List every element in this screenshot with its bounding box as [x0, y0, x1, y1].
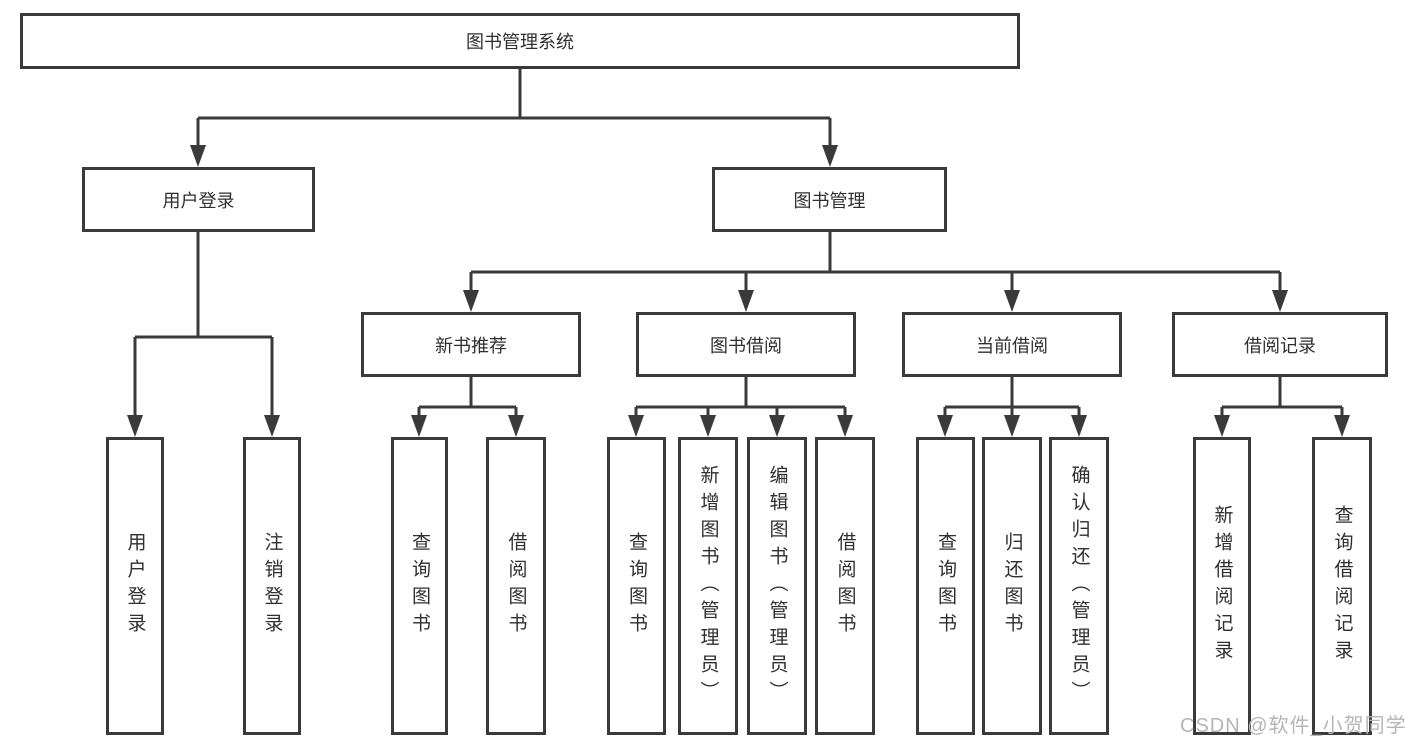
leaf-add-borrow-record: 新增借阅记录 [1193, 437, 1251, 735]
node-library-management-system: 图书管理系统 [20, 13, 1020, 69]
connector-user-login-branch [127, 232, 280, 437]
leaf-confirm-return-admin: 确认归还（管理员） [1049, 437, 1109, 735]
leaf-borrow-books: 借阅图书 [815, 437, 875, 735]
leaf-add-books-admin: 新增图书（管理员） [678, 437, 738, 735]
leaf-user-login: 用户登录 [106, 437, 164, 735]
connector-new-book-recommendation-branch [411, 377, 524, 437]
leaf-borrow-books-recommend: 借阅图书 [486, 437, 546, 735]
leaf-logout-login: 注销登录 [243, 437, 301, 735]
leaf-query-borrow-record: 查询借阅记录 [1312, 437, 1372, 735]
leaf-query-books-borrowing: 查询图书 [607, 437, 666, 735]
node-book-management: 图书管理 [712, 167, 947, 232]
node-book-borrowing: 图书借阅 [636, 312, 856, 377]
connector-root-to-level2 [190, 69, 838, 167]
leaf-query-books-current: 查询图书 [916, 437, 975, 735]
connector-current-borrowing-branch [937, 377, 1087, 437]
connector-book-management-to-level3 [463, 232, 1288, 312]
node-current-borrowing: 当前借阅 [902, 312, 1122, 377]
node-user-login: 用户登录 [82, 167, 315, 232]
connector-book-borrowing-branch [628, 377, 853, 437]
leaf-query-books-recommend: 查询图书 [391, 437, 448, 735]
leaf-edit-books-admin: 编辑图书（管理员） [747, 437, 807, 735]
csdn-watermark: CSDN @软件_小贺同学 [1180, 715, 1405, 737]
connector-borrowing-records-branch [1214, 377, 1350, 437]
leaf-return-books: 归还图书 [982, 437, 1042, 735]
node-new-book-recommendation: 新书推荐 [361, 312, 581, 377]
node-borrowing-records: 借阅记录 [1172, 312, 1388, 377]
